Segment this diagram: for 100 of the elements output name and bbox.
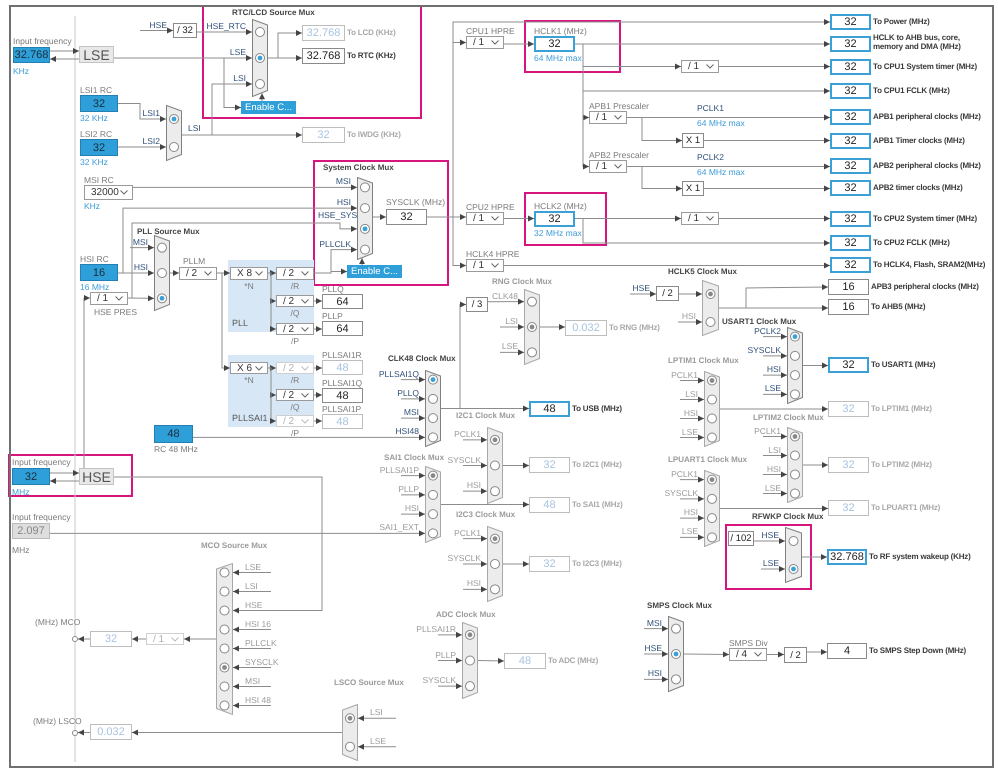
multiplexer-symbol (425, 370, 441, 447)
field-label: Input frequency (12, 512, 71, 522)
signal-label: PCLK2 (697, 152, 724, 162)
mux-title: SMPS Clock Mux (647, 601, 712, 611)
field-label: SMPS Div (729, 638, 768, 648)
connector-arrow (438, 683, 462, 690)
connector-arrow (78, 730, 90, 736)
output-label: To I2C1 (MHz) (572, 460, 622, 470)
connector-arrow (762, 334, 788, 340)
field-label: PLLQ (322, 284, 344, 294)
frequency-field: 0.032 (90, 724, 132, 740)
frequency-field: 32 (830, 180, 871, 196)
frequency-field: 32 (828, 500, 869, 516)
field-label: LSI2 RC (80, 129, 112, 139)
frequency-field: 64 (322, 321, 363, 336)
mux-title: PLL Source Mux (137, 227, 200, 237)
output-label: To RTC (KHz) (347, 51, 396, 61)
frequency-field: 16 (828, 299, 869, 315)
signal-label: HSI (766, 464, 781, 474)
frequency-field: 48 (529, 497, 570, 513)
signal-label: PLLP (435, 650, 456, 660)
signal-label: HSI (336, 197, 351, 208)
panel-label: PLLSAI1 (232, 413, 268, 423)
frequency-field: 32.768 (827, 549, 867, 565)
connector-arrow (540, 324, 566, 330)
prescaler-dropdown: / 1 (90, 292, 128, 305)
field-label: MHz (12, 545, 30, 555)
output-label: To LPTIM1 (MHz) (871, 404, 932, 414)
frequency-field: 32 (830, 158, 871, 174)
output-label: To SAI1 (MHz) (572, 500, 623, 510)
frequency-field: 32 (80, 95, 118, 112)
connector-arrow (132, 636, 146, 642)
signal-label: HSI (684, 408, 698, 418)
connector-arrow (504, 41, 534, 47)
multiplexer-symbol (785, 527, 802, 583)
connector-arrow (50, 530, 426, 536)
frequency-field: 32 (828, 401, 869, 417)
field-label: /R (290, 375, 300, 385)
signal-label: LSE (762, 558, 779, 568)
multiplexer-symbol (342, 704, 358, 761)
connector-arrow (462, 561, 488, 567)
mux-title: System Clock Mux (323, 163, 394, 173)
field-label: KHz (13, 66, 30, 76)
signal-label: LSE (502, 341, 518, 352)
mux-title: RTC/LCD Source Mux (232, 8, 315, 18)
signal-label: LSE (230, 47, 246, 57)
field-label: PLLSAI1Q (322, 378, 362, 388)
field-label: /P (290, 336, 300, 346)
output-label: To USART1 (MHz) (871, 360, 936, 370)
connector-arrow (680, 496, 704, 502)
output-label: To LPUART1 (MHz) (871, 503, 940, 513)
connector-arrow (232, 664, 272, 670)
connector-arrow (680, 378, 704, 384)
connector-arrow (504, 216, 534, 222)
connector-arrow (762, 490, 788, 496)
connector-arrow (232, 646, 272, 652)
connector-arrow (314, 326, 322, 332)
multiplexer-symbol (425, 466, 441, 543)
frequency-field: 32 (529, 556, 570, 572)
signal-label: SYSCLK (422, 675, 456, 686)
field-label: 16 MHz (80, 282, 110, 292)
frequency-field: 2.097 (12, 523, 50, 539)
mux-title: CLK48 Clock Mux (388, 354, 456, 364)
field-label: 32 KHz (80, 157, 108, 167)
signal-label: MSI (336, 176, 351, 186)
connector-arrow (720, 506, 828, 512)
signal-label: PCLK1 (754, 426, 781, 436)
connector-arrow (478, 658, 504, 664)
connector-arrow (400, 415, 426, 422)
enable-button: Enable C... (241, 101, 296, 114)
frequency-field: 32.768 (302, 48, 345, 64)
output-label: To CPU1 System timer (MHz) (873, 62, 978, 72)
field-label: 64 MHz max (534, 53, 582, 63)
field-label: 32 MHz max (534, 228, 582, 238)
field-label: SYSCLK (MHz) (386, 197, 446, 207)
frequency-field: 32 (830, 59, 871, 75)
field-label: /P (290, 428, 300, 438)
connector-arrow (680, 534, 704, 540)
frequency-field: X 1 (682, 133, 704, 148)
frequency-field: 32 (386, 209, 427, 225)
multiplexer-symbol (787, 327, 803, 404)
connector-arrow (680, 434, 704, 440)
output-label: To LPTIM2 (MHz) (871, 460, 932, 470)
connector-arrow (802, 462, 828, 468)
prescaler-dropdown: / 2 (276, 389, 314, 401)
connector-arrow (400, 511, 426, 518)
output-label: To I2C3 (MHz) (572, 559, 622, 569)
connector-arrow (440, 302, 466, 409)
connector-arrow (268, 368, 276, 424)
panel-label: PLL (232, 318, 248, 328)
field-label: /Q (290, 402, 300, 412)
connector-arrow (678, 319, 702, 325)
highlight-frame (202, 5, 422, 119)
multiplexer-symbol (702, 280, 719, 336)
field-label: APB2 Prescaler (589, 150, 649, 160)
connector-arrow (268, 365, 276, 371)
connector-arrow (358, 744, 396, 750)
field-label: HCLK2 (MHz) (534, 201, 587, 211)
connector-arrow (626, 166, 682, 192)
connector-arrow (232, 702, 272, 708)
